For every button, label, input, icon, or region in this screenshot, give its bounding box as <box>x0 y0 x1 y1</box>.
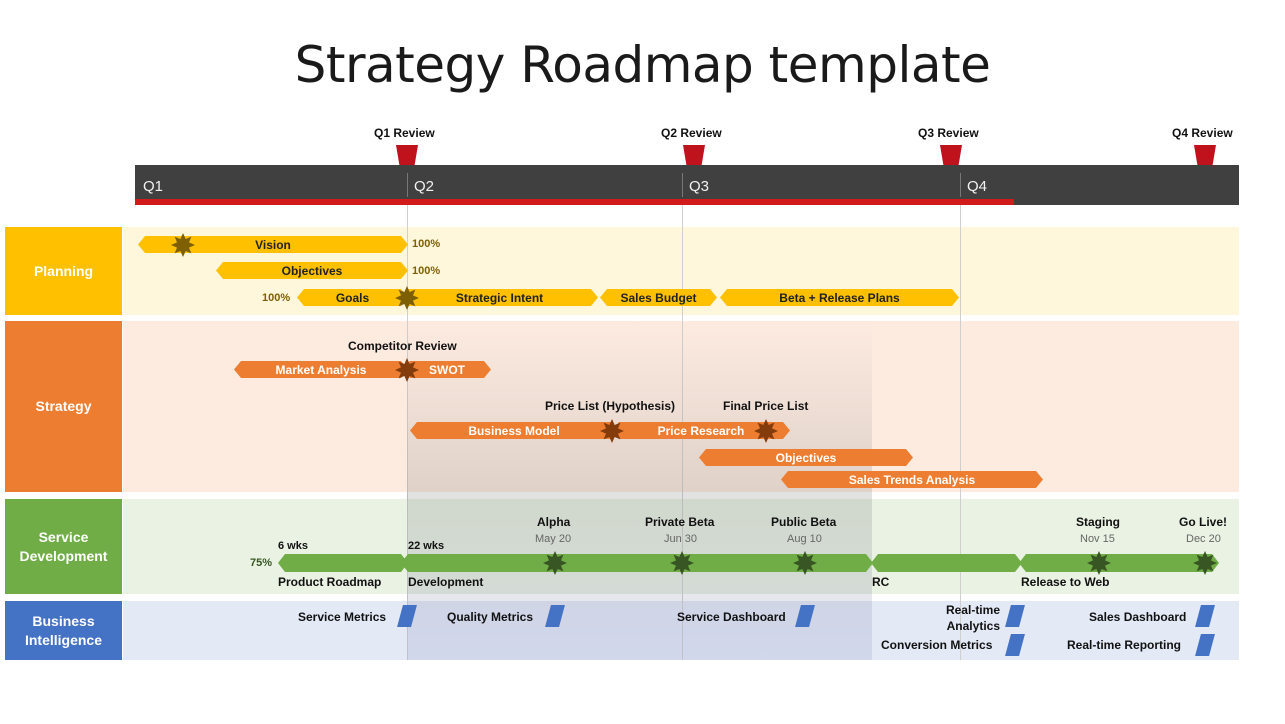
date-go-live: Dec 20 <box>1186 533 1221 545</box>
task-swot[interactable]: SWOT <box>403 361 491 378</box>
quarter-gridline <box>407 205 408 660</box>
quarter-q2: Q2 <box>414 178 435 195</box>
q4-review-flag-icon[interactable] <box>1194 145 1216 171</box>
milestone-private-beta: Private Beta <box>645 515 715 529</box>
label-rc: RC <box>872 575 890 589</box>
task-rc-bar[interactable] <box>871 554 1022 572</box>
milestone-star-icon[interactable] <box>1087 551 1111 575</box>
label-development: Development <box>408 575 484 589</box>
milestone-star-icon[interactable] <box>395 358 419 382</box>
service-percent: 75% <box>250 557 273 569</box>
q3-review-flag-icon[interactable] <box>940 145 962 171</box>
lane-label-service: Service Development <box>5 499 122 594</box>
milestone-staging: Staging <box>1076 515 1120 529</box>
task-vision[interactable]: Vision <box>138 236 408 253</box>
task-development-bar[interactable] <box>401 554 873 572</box>
milestone-star-icon[interactable] <box>395 286 419 310</box>
quarter-divider <box>960 173 961 197</box>
q4-review-label: Q4 Review <box>1172 126 1233 140</box>
milestone-star-icon[interactable] <box>754 419 778 443</box>
q3-review-label: Q3 Review <box>918 126 979 140</box>
lane-label-strategy: Strategy <box>5 321 122 492</box>
quarter-q1: Q1 <box>143 178 164 195</box>
task-strategic-intent[interactable]: Strategic Intent <box>401 289 598 306</box>
task-objectives[interactable]: Objectives <box>216 262 408 279</box>
vision-percent: 100% <box>412 238 441 250</box>
task-strategy-objectives[interactable]: Objectives <box>699 449 913 466</box>
task-beta-release-plans[interactable]: Beta + Release Plans <box>720 289 959 306</box>
bi-service-dashboard: Service Dashboard <box>677 610 786 624</box>
bi-quality-metrics: Quality Metrics <box>447 610 534 624</box>
task-market-analysis[interactable]: Market Analysis <box>234 361 408 378</box>
milestone-star-icon[interactable] <box>171 233 195 257</box>
task-sales-trends-analysis[interactable]: Sales Trends Analysis <box>781 471 1043 488</box>
quarter-divider <box>407 173 408 197</box>
lane-label-bi: Business Intelligence <box>5 601 122 660</box>
task-product-roadmap-bar[interactable] <box>278 554 408 572</box>
service-band <box>123 499 1239 594</box>
milestone-final-price-list: Final Price List <box>723 399 809 413</box>
milestone-alpha: Alpha <box>537 515 571 529</box>
bi-band <box>123 601 1239 660</box>
timeline-progress <box>135 199 1014 205</box>
milestone-public-beta: Public Beta <box>771 515 837 529</box>
date-staging: Nov 15 <box>1080 533 1115 545</box>
bi-sales-dashboard: Sales Dashboard <box>1089 610 1187 624</box>
milestone-go-live: Go Live! <box>1179 515 1228 529</box>
bi-realtime-analytics: Real-time Analytics <box>945 603 1000 633</box>
task-goals[interactable]: Goals <box>297 289 408 306</box>
page-title: Strategy Roadmap template <box>294 36 991 94</box>
date-alpha: May 20 <box>535 533 572 545</box>
q2-review-flag-icon[interactable] <box>683 145 705 171</box>
bi-conversion-metrics: Conversion Metrics <box>881 638 993 652</box>
q1-review-flag-icon[interactable] <box>396 145 418 171</box>
quarter-gridline <box>960 205 961 660</box>
quarter-q4: Q4 <box>967 178 988 195</box>
date-private-beta: Jun 30 <box>664 533 698 545</box>
task-release-bar[interactable] <box>1019 554 1219 572</box>
milestone-star-icon[interactable] <box>1193 551 1217 575</box>
milestone-star-icon[interactable] <box>543 551 567 575</box>
label-release-to-web: Release to Web <box>1021 575 1110 589</box>
milestone-star-icon[interactable] <box>600 419 624 443</box>
task-sales-budget[interactable]: Sales Budget <box>600 289 717 306</box>
strategy-band <box>123 321 1239 492</box>
duration-22-wks: 22 wks <box>408 540 445 552</box>
date-public-beta: Aug 10 <box>787 533 822 545</box>
milestone-star-icon[interactable] <box>793 551 817 575</box>
label-product-roadmap: Product Roadmap <box>278 575 382 589</box>
task-price-research[interactable]: Price Research <box>612 422 790 439</box>
task-business-model[interactable]: Business Model <box>410 422 618 439</box>
lane-label-planning: Planning <box>5 227 122 315</box>
milestone-price-list-hypothesis: Price List (Hypothesis) <box>545 399 676 413</box>
bi-service-metrics: Service Metrics <box>298 610 387 624</box>
quarter-q3: Q3 <box>689 178 710 195</box>
milestone-star-icon[interactable] <box>670 551 694 575</box>
goals-percent: 100% <box>262 292 291 304</box>
timeline-bar <box>135 165 1239 205</box>
q1-review-label: Q1 Review <box>374 126 435 140</box>
quarter-divider <box>682 173 683 197</box>
q2-review-label: Q2 Review <box>661 126 722 140</box>
objectives-percent: 100% <box>412 265 441 277</box>
bi-realtime-reporting: Real-time Reporting <box>1067 638 1182 652</box>
duration-6-wks: 6 wks <box>278 540 308 552</box>
milestone-competitor-review: Competitor Review <box>348 339 457 353</box>
